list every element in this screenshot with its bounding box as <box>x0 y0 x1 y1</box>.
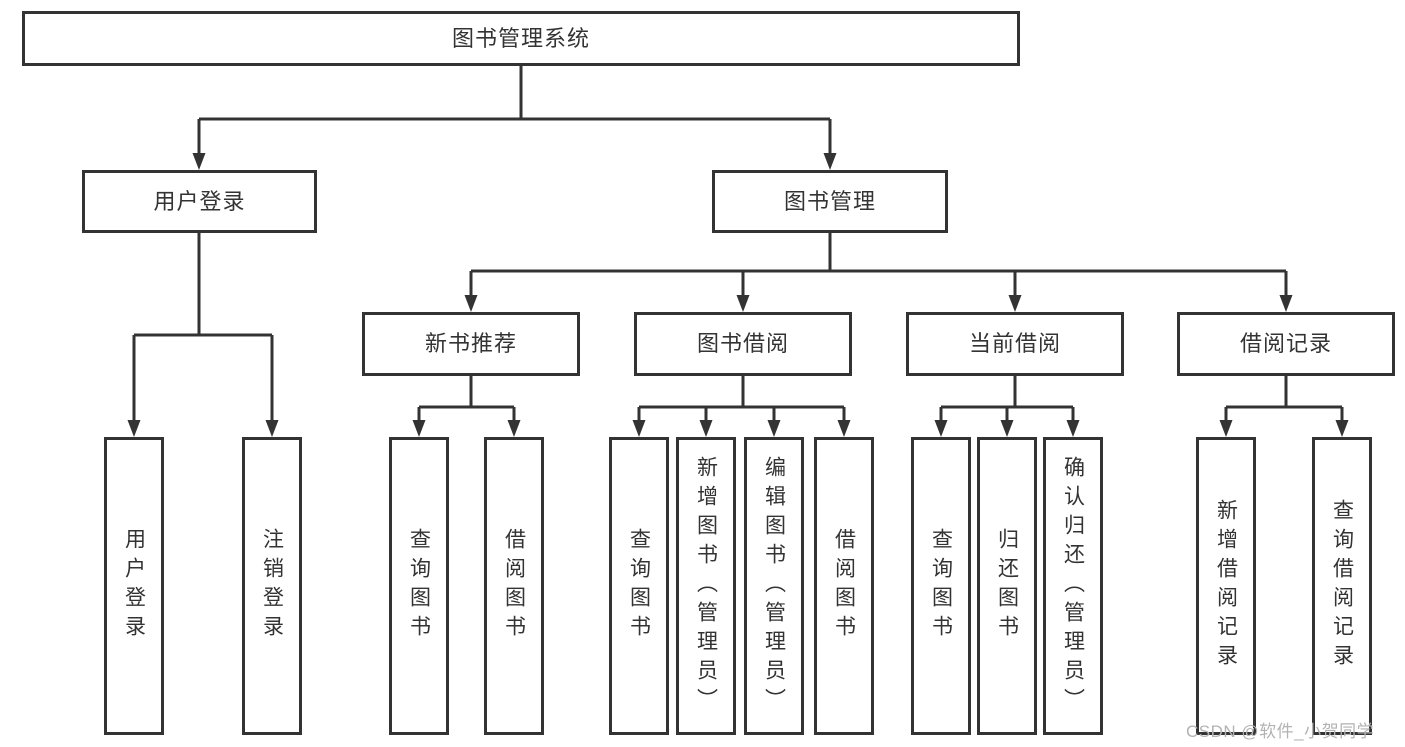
arrowheads <box>127 153 1349 437</box>
node-current-borrowing: 当前借阅 <box>906 312 1124 376</box>
connector-recommend-bus <box>417 376 516 421</box>
leaf-return-books: 归还图书 <box>977 437 1037 735</box>
node-book-borrowing: 图书借阅 <box>634 312 852 376</box>
leaf-query-borrow-record: 查询借阅记录 <box>1312 437 1372 735</box>
connector-records-bus <box>1224 376 1344 421</box>
connector-book-mgmt-bus <box>469 233 1288 297</box>
leaf-query-books-borrowing: 查询图书 <box>609 437 669 735</box>
arrow-icon <box>1066 420 1080 437</box>
arrow-icon <box>1000 420 1014 437</box>
node-borrowing-records: 借阅记录 <box>1177 312 1395 376</box>
leaf-query-books-recommend: 查询图书 <box>389 437 449 735</box>
arrow-icon <box>507 420 521 437</box>
arrow-icon <box>1008 295 1022 312</box>
arrow-icon <box>736 295 750 312</box>
arrow-icon <box>265 420 279 437</box>
arrow-icon <box>934 420 948 437</box>
node-user-login: 用户登录 <box>82 170 317 233</box>
connector-borrowing-bus <box>637 376 846 421</box>
arrow-icon <box>632 420 646 437</box>
connector-user-login-bus <box>132 233 274 421</box>
arrow-icon <box>767 420 781 437</box>
leaf-add-books-admin: 新增图书（管理员） <box>676 437 736 735</box>
arrow-icon <box>823 153 837 170</box>
leaf-logout: 注销登录 <box>242 437 302 735</box>
connector-root-bus <box>197 66 832 154</box>
leaf-borrow-books-borrowing: 借阅图书 <box>814 437 874 735</box>
leaf-edit-books-admin: 编辑图书（管理员） <box>744 437 804 735</box>
arrow-icon <box>699 420 713 437</box>
node-book-management: 图书管理 <box>712 170 948 233</box>
arrow-icon <box>1279 295 1293 312</box>
arrow-icon <box>1219 420 1233 437</box>
arrow-icon <box>464 295 478 312</box>
node-new-book-recommend: 新书推荐 <box>362 312 580 376</box>
leaf-borrow-books-recommend: 借阅图书 <box>484 437 544 735</box>
arrow-icon <box>1335 420 1349 437</box>
arrow-icon <box>837 420 851 437</box>
arrow-icon <box>412 420 426 437</box>
arrow-icon <box>127 420 141 437</box>
node-root-system: 图书管理系统 <box>22 11 1020 66</box>
watermark: CSDN @软件_小贺同学 <box>1186 722 1375 741</box>
leaf-user-login: 用户登录 <box>104 437 164 735</box>
arrow-icon <box>192 153 206 170</box>
leaf-add-borrow-record: 新增借阅记录 <box>1196 437 1256 735</box>
leaf-confirm-return-admin: 确认归还（管理员） <box>1043 437 1103 735</box>
leaf-query-books-current: 查询图书 <box>911 437 971 735</box>
connector-current-bus <box>939 376 1075 421</box>
